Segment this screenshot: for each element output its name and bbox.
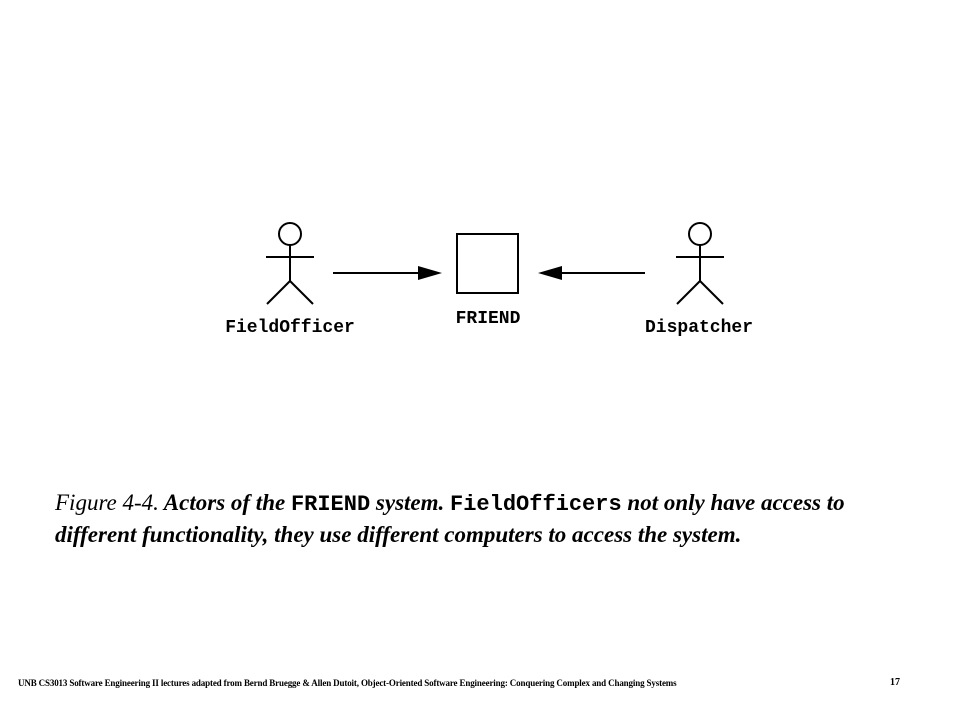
actor-field-officer: [266, 222, 314, 305]
actor-field-officer-right-leg: [289, 280, 314, 305]
actor-dispatcher-label: Dispatcher: [645, 318, 753, 338]
actor-dispatcher-head: [688, 222, 712, 246]
association-field-officer-friend: [333, 266, 442, 280]
caption-text-3: not only have access to different functi…: [55, 490, 845, 547]
actor-field-officer-head: [278, 222, 302, 246]
system-friend-box: [456, 233, 519, 294]
slide-footer: UNB CS3013 Software Engineering II lectu…: [18, 678, 677, 688]
actor-dispatcher: [676, 222, 724, 305]
actor-field-officer-label: FieldOfficer: [225, 318, 355, 338]
association-dispatcher-friend: [538, 266, 645, 280]
caption-code-friend: FRIEND: [290, 492, 371, 517]
actor-field-officer-left-leg: [266, 280, 291, 305]
page-number: 17: [890, 677, 900, 688]
figure-caption: Figure 4-4. Actors of the FRIEND system.…: [55, 488, 915, 550]
caption-code-field-officers: FieldOfficers: [450, 492, 622, 517]
actor-dispatcher-right-leg: [699, 280, 724, 305]
arrow-left-head: [418, 266, 442, 280]
arrow-right-head: [538, 266, 562, 280]
actor-dispatcher-left-leg: [676, 280, 701, 305]
caption-text-1: Actors of the: [158, 490, 291, 515]
system-friend-label: FRIEND: [456, 309, 521, 329]
caption-text-2: system.: [370, 490, 451, 515]
figure-number: Figure 4-4.: [55, 490, 159, 515]
